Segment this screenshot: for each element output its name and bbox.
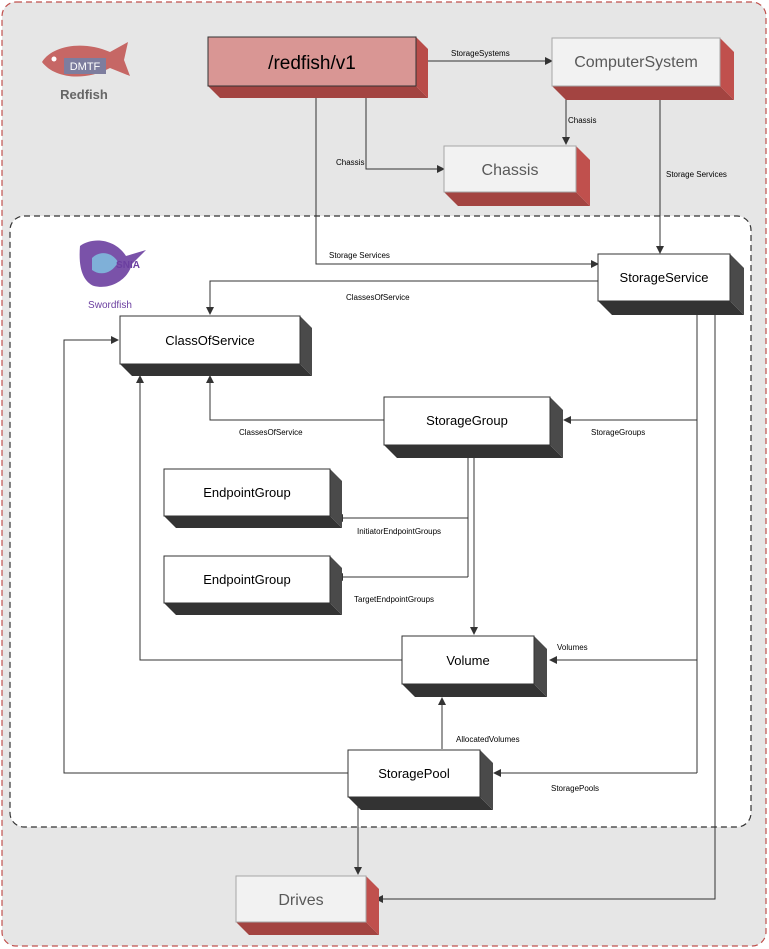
label-storage-pools: StoragePools bbox=[551, 784, 599, 793]
node-redfish-root[interactable]: /redfish/v1 bbox=[207, 36, 428, 98]
node-endpoint-group-initiator[interactable]: EndpointGroup bbox=[163, 468, 342, 528]
node-volume[interactable]: Volume bbox=[401, 635, 547, 697]
label-classes-of-service-sg: ClassesOfService bbox=[239, 428, 303, 437]
node-storage-pool-label: StoragePool bbox=[378, 766, 450, 781]
edge-labels: StorageSystems Chassis Chassis Storage S… bbox=[239, 49, 727, 793]
node-storage-group[interactable]: StorageGroup bbox=[383, 396, 563, 458]
edge-ss-class-of-service bbox=[206, 280, 600, 315]
node-redfish-root-label: /redfish/v1 bbox=[268, 53, 356, 74]
node-endpoint-group-target[interactable]: EndpointGroup bbox=[163, 555, 342, 615]
edge-root-chassis bbox=[365, 86, 445, 173]
edge-initiator-endpoint-groups bbox=[335, 458, 469, 522]
label-initiator-endpoint-groups: InitiatorEndpointGroups bbox=[357, 527, 441, 536]
node-volume-label: Volume bbox=[446, 653, 489, 668]
node-storage-service-label: StorageService bbox=[620, 270, 709, 285]
label-chassis-root: Chassis bbox=[336, 158, 364, 167]
label-storage-groups: StorageGroups bbox=[591, 428, 645, 437]
label-volumes: Volumes bbox=[557, 643, 588, 652]
node-endpoint-group-target-label: EndpointGroup bbox=[203, 572, 290, 587]
node-storage-service[interactable]: StorageService bbox=[597, 253, 744, 315]
node-computer-system-label: ComputerSystem bbox=[574, 54, 698, 71]
node-computer-system[interactable]: ComputerSystem bbox=[551, 37, 734, 100]
nodes: /redfish/v1 ComputerSystem Chassis Stora… bbox=[119, 36, 744, 935]
edge-pool-class-of-service bbox=[63, 336, 348, 774]
redfish-logo: DMTF Redfish bbox=[42, 42, 130, 102]
label-target-endpoint-groups: TargetEndpointGroups bbox=[354, 595, 434, 604]
label-storage-services-cs: Storage Services bbox=[666, 170, 727, 179]
swordfish-logo: SNIA Swordfish bbox=[79, 240, 146, 311]
label-storage-services-root: Storage Services bbox=[329, 251, 390, 260]
node-storage-group-label: StorageGroup bbox=[426, 413, 508, 428]
node-class-of-service[interactable]: ClassOfService bbox=[119, 315, 312, 376]
node-storage-pool[interactable]: StoragePool bbox=[347, 749, 493, 810]
edge-sg-class-of-service bbox=[206, 375, 384, 421]
label-storage-systems: StorageSystems bbox=[451, 49, 510, 58]
redfish-logo-label: Redfish bbox=[60, 87, 108, 102]
node-drives[interactable]: Drives bbox=[235, 875, 379, 935]
swordfish-logo-label: Swordfish bbox=[88, 300, 132, 311]
edge-root-storage-service bbox=[315, 86, 599, 268]
node-chassis-label: Chassis bbox=[482, 162, 539, 179]
node-class-of-service-label: ClassOfService bbox=[165, 333, 255, 348]
label-classes-of-service-ss: ClassesOfService bbox=[346, 293, 410, 302]
snia-badge: SNIA bbox=[116, 260, 140, 271]
edge-volume-class-of-service bbox=[136, 375, 402, 661]
node-chassis[interactable]: Chassis bbox=[443, 145, 590, 206]
label-chassis-cs: Chassis bbox=[568, 116, 596, 125]
dmtf-badge: DMTF bbox=[70, 61, 101, 73]
node-drives-label: Drives bbox=[278, 892, 323, 909]
connectors bbox=[63, 57, 716, 903]
label-allocated-volumes: AllocatedVolumes bbox=[456, 735, 520, 744]
node-endpoint-group-initiator-label: EndpointGroup bbox=[203, 485, 290, 500]
edge-ss-drives bbox=[375, 303, 716, 903]
